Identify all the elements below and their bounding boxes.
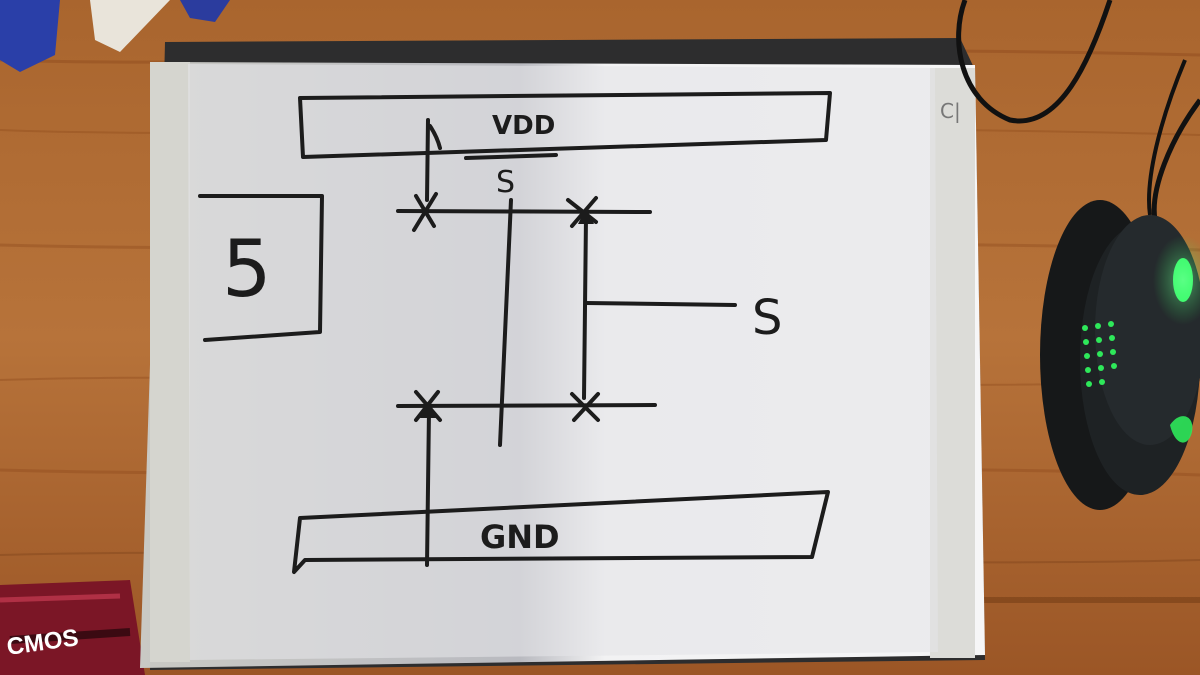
whiteboard xyxy=(140,38,985,670)
corner-marks: C| xyxy=(940,99,961,123)
vdd-label: VDD xyxy=(492,111,555,141)
gaming-mouse xyxy=(956,0,1200,510)
packaging-box: CMOS xyxy=(0,580,145,675)
logo-icon xyxy=(1170,416,1193,443)
output-s-label: S xyxy=(752,290,782,346)
input-s-label: S xyxy=(496,165,515,200)
cmos-sketch xyxy=(198,91,832,574)
page-number-label: 5 xyxy=(222,225,272,315)
arrow-icon xyxy=(420,208,594,418)
blue-object xyxy=(0,0,230,72)
side-buttons xyxy=(1082,321,1117,387)
page-number-box xyxy=(198,194,324,342)
gnd-label: GND xyxy=(480,518,560,556)
gnd-rail xyxy=(292,490,830,574)
vdd-rail xyxy=(298,91,832,159)
